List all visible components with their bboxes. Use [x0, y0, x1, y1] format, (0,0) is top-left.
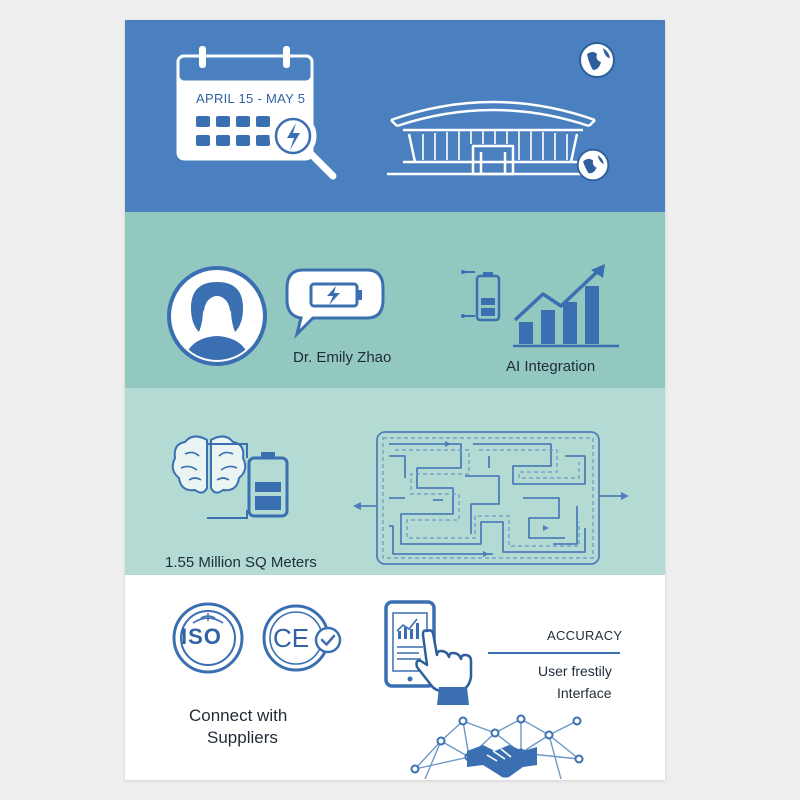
event-header-band: APRIL 15 - MAY 5 [125, 20, 665, 212]
avatar-icon [167, 266, 267, 366]
growth-chart-icon [513, 264, 619, 348]
maze-icon [353, 431, 629, 565]
stadium-icon [387, 100, 599, 176]
interface-line-2: Interface [557, 685, 612, 701]
check-icon [314, 626, 342, 654]
venue-band: 1.55 Million SQ Meters [125, 388, 665, 575]
battery-icon [461, 270, 501, 322]
battery-icon [207, 443, 289, 519]
calendar-icon [176, 46, 314, 161]
venue-area: 1.55 Million SQ Meters [165, 554, 317, 571]
footer-band: ISO CE Connect with Suppliers [125, 575, 665, 780]
suppliers-line-1: Connect with [189, 706, 288, 725]
lightning-icon [287, 123, 300, 150]
magnifier-icon [269, 112, 337, 180]
feature-label: AI Integration [506, 358, 596, 375]
iso-seal-icon [172, 602, 244, 674]
handshake-icon [467, 745, 537, 778]
iso-label: ISO [181, 624, 222, 649]
pointing-hand-icon [415, 629, 473, 705]
brain-icon [171, 435, 247, 494]
speech-bubble-icon [285, 268, 385, 339]
interface-title: ACCURACY [547, 628, 623, 643]
suppliers-line-2: Suppliers [207, 728, 278, 747]
globe-icon [576, 148, 610, 182]
speaker-name: Dr. Emily Zhao [293, 349, 392, 366]
calendar-date-range: APRIL 15 - MAY 5 [196, 91, 306, 106]
interface-line-1: User frestily [538, 663, 612, 679]
interface-divider [488, 652, 620, 654]
globe-icon [579, 42, 615, 78]
ce-label: CE [273, 623, 310, 653]
speaker-band: Dr. Emily Zhao AI Integration [125, 212, 665, 388]
infographic-poster: APRIL 15 - MAY 5 [125, 20, 665, 780]
